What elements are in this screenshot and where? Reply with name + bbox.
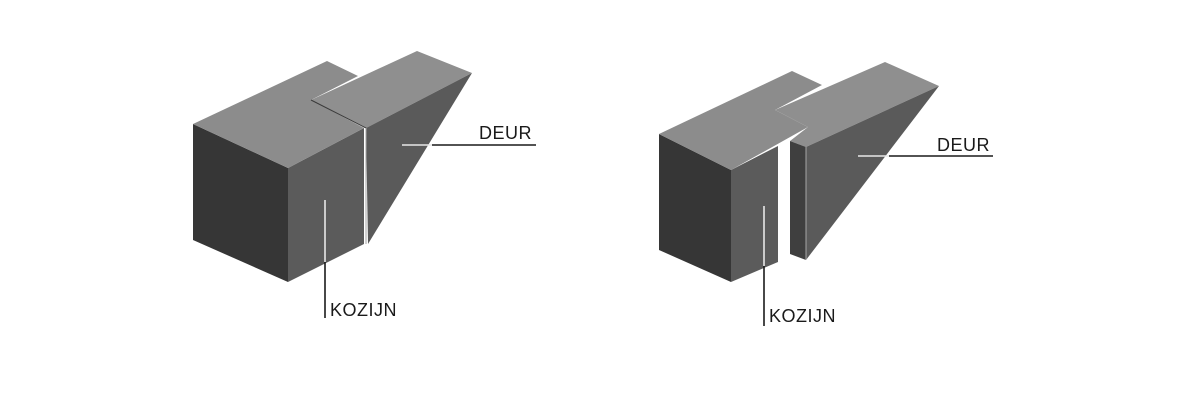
- frame-front-face: [193, 124, 288, 282]
- door-label: DEUR: [937, 135, 990, 155]
- door-top-face: [311, 51, 472, 128]
- door-front-strip: [790, 141, 806, 260]
- door-label: DEUR: [479, 123, 532, 143]
- frame-label: KOZIJN: [330, 300, 397, 320]
- frame-top-face: [659, 71, 822, 170]
- frame-front-face: [659, 134, 731, 282]
- door-side-face: [366, 73, 472, 244]
- door-top-face: [775, 62, 939, 147]
- frame-side-face: [288, 128, 364, 282]
- frame-label: KOZIJN: [769, 306, 836, 326]
- door-side-face: [806, 86, 939, 260]
- frame-top-face: [193, 61, 364, 168]
- door-frame-diagram-right: DEUR KOZIJN: [659, 62, 993, 326]
- frame-side-face: [731, 146, 778, 282]
- door-frame-diagram-left: DEUR KOZIJN: [193, 51, 536, 320]
